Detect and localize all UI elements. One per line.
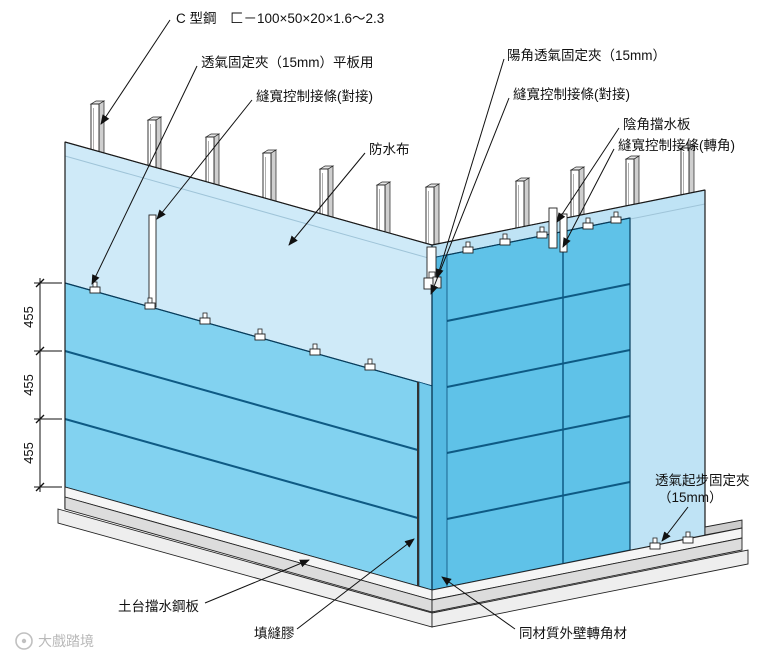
panels-right-face (431, 217, 631, 591)
label-vent-clip-flat: 透氣固定夾（15mm）平板用 (201, 55, 374, 70)
label-corner-strip: 縫寬控制接條(轉角) (618, 137, 735, 153)
c-steel-stud (680, 144, 695, 201)
leader-vent-clip-flat (91, 65, 198, 285)
label-sealant: 填縫膠 (254, 626, 295, 641)
watermark-logo-icon (15, 632, 33, 650)
label-joint-strip-2: 縫寬控制接條(對接) (513, 86, 630, 102)
dimension-chain (34, 278, 62, 492)
label-inner-corner-plate: 陰角擋水板 (623, 117, 691, 132)
membrane-top-edge-right (431, 189, 706, 246)
leader-waterproof (288, 152, 366, 246)
panel-joint-line (431, 283, 631, 325)
leader-corner-vent-clip (435, 58, 505, 279)
panel-joint-line (64, 418, 433, 523)
panel-joint-line (431, 481, 631, 523)
c-steel-corner-stud (425, 183, 440, 252)
base-step-right (431, 549, 749, 628)
watermark: 大戲踏境 (15, 632, 94, 650)
label-c-steel: C 型鋼 匚－100×50×20×1.6～2.3 (176, 11, 384, 26)
leader-c-steel (100, 19, 171, 125)
base-band-right (431, 537, 743, 613)
label-starter-clip-line2: （15mm） (658, 490, 723, 505)
leader-starter-clip (661, 506, 689, 542)
leader-lines (91, 19, 689, 630)
panel-joint-line (431, 349, 631, 391)
dim-455-3: 455 (21, 442, 36, 464)
label-waterproof: 防水布 (369, 142, 410, 157)
watermark-logo-dot (21, 638, 27, 644)
leader-corner-material (441, 576, 516, 630)
inner-corner-water-plate (548, 207, 558, 249)
c-steel-stud (205, 133, 220, 190)
dim-455-1: 455 (21, 306, 36, 328)
c-steel-stud (262, 149, 277, 206)
c-steel-stud (515, 177, 530, 234)
leader-corner-strip (562, 148, 615, 248)
dim-455-2: 455 (21, 374, 36, 396)
leader-inner-corner-plate (556, 127, 620, 223)
furring-line-left (64, 155, 433, 260)
leader-base-plate (204, 559, 310, 604)
c-steel-stud (376, 181, 391, 238)
c-steel-stud (90, 100, 105, 157)
label-base-plate: 土台擋水鋼板 (118, 599, 199, 614)
label-corner-vent-clip: 陽角透氣固定夾（15mm） (507, 48, 666, 63)
watermark-text: 大戲踏境 (38, 633, 94, 649)
c-steel-stud (570, 166, 585, 223)
c-steel-stud (625, 155, 640, 212)
panel-joint-line (64, 350, 433, 455)
panel-joint-line (431, 415, 631, 457)
label-starter-clip-line1: 透氣起步固定夾 (655, 473, 750, 488)
corner-trim-right-face (431, 254, 448, 591)
butt-joint-strip (148, 214, 157, 308)
membrane-top-edge-left (64, 141, 433, 246)
callout-labels: C 型鋼 匚－100×50×20×1.6～2.3 透氣固定夾（15mm）平板用 … (118, 11, 750, 641)
label-corner-material: 同材質外壁轉角材 (519, 626, 627, 641)
leader-sealant (296, 538, 415, 630)
label-joint-strip-1: 縫寬控制接條(對接) (256, 88, 373, 104)
leader-joint-strip-1 (156, 99, 253, 220)
leader-joint-strip-2 (430, 97, 510, 295)
corner-trim-left-face (418, 381, 433, 591)
